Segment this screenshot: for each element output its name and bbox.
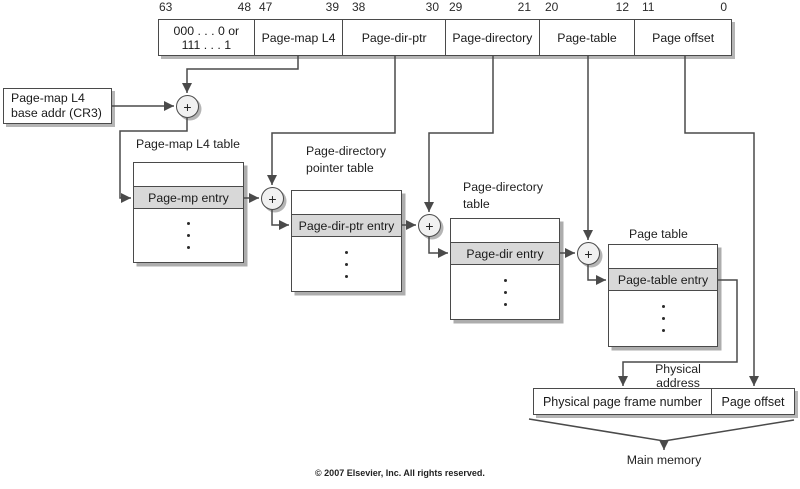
bit-high: 29 xyxy=(449,0,463,14)
line-adder4-to-page-table xyxy=(587,265,606,285)
page-table-entry: Page-table entry xyxy=(609,268,717,291)
adder-4: + xyxy=(577,242,600,265)
cr3-line1: Page-map L4 xyxy=(11,91,85,105)
bit-range-field-3: 29 21 xyxy=(445,0,535,14)
virtual-address-box: 000 . . . 0 or 111 . . . 1 Page-map L4 P… xyxy=(158,19,732,56)
physical-address-box: Physical page frame number Page offset xyxy=(533,388,795,415)
physical-address-label: Physical address xyxy=(655,362,701,390)
title-line1: Page table xyxy=(629,227,688,241)
title-line1: Page-map L4 table xyxy=(136,137,240,151)
bit-range-field-4: 20 12 xyxy=(541,0,633,14)
page-dir-entry: Page-dir entry xyxy=(451,242,559,265)
plus-icon: + xyxy=(183,98,192,115)
va-field-page-map-l4: Page-map L4 xyxy=(255,20,344,55)
empty-row xyxy=(609,245,717,268)
table-title-page-table: Page table xyxy=(629,226,688,243)
bit-low: 30 xyxy=(425,0,439,14)
sign-extend-line1: 000 . . . 0 or xyxy=(173,23,240,38)
page-map-l4-table: Page-mp entry xyxy=(133,162,244,263)
bit-range-field-2: 38 30 xyxy=(348,0,443,14)
line-pml4-field-to-adder1 xyxy=(182,56,299,93)
bit-high: 63 xyxy=(159,0,173,14)
main-memory-label: Main memory xyxy=(626,453,702,467)
line-adder3-to-pdir-table xyxy=(428,237,448,258)
bit-high: 38 xyxy=(352,0,366,14)
title-line1: Page-directory xyxy=(463,180,543,194)
cr3-base-address-box: Page-map L4 base addr (CR3) xyxy=(3,88,112,124)
ellipsis-dots xyxy=(609,291,717,346)
va-field-page-table: Page-table xyxy=(540,20,636,55)
bit-range-field-0: 63 48 xyxy=(155,0,255,14)
title-line1: Page-directory xyxy=(306,144,386,158)
plus-icon: + xyxy=(584,245,593,262)
page-offset-cell: Page offset xyxy=(721,394,785,409)
table-title-pdp: Page-directory pointer table xyxy=(306,143,386,177)
va-field-page-dir-ptr: Page-dir-ptr xyxy=(343,20,446,55)
bit-range-field-5: 11 0 xyxy=(638,0,731,14)
bit-low: 21 xyxy=(517,0,531,14)
page-directory-table: Page-dir entry xyxy=(450,218,560,320)
ellipsis-dots xyxy=(451,265,559,319)
page-table: Page-table entry xyxy=(608,244,718,347)
title-line2: table xyxy=(463,197,490,211)
bit-high: 20 xyxy=(545,0,559,14)
sign-extend-line2: 111 . . . 1 xyxy=(181,37,232,52)
physical-page-frame-number-cell: Physical page frame number xyxy=(534,389,712,414)
table-title-page-directory: Page-directory table xyxy=(463,179,543,213)
title-line2: pointer table xyxy=(306,161,374,175)
bit-low: 0 xyxy=(720,0,727,14)
va-field-page-offset: Page offset xyxy=(652,30,715,45)
copyright-notice: © 2007 Elsevier, Inc. All rights reserve… xyxy=(315,468,485,478)
page-directory-pointer-table: Page-dir-ptr entry xyxy=(291,190,402,292)
empty-row xyxy=(134,163,243,186)
page-mp-entry: Page-mp entry xyxy=(134,186,243,209)
empty-row xyxy=(292,191,401,214)
cr3-line2: base addr (CR3) xyxy=(11,106,102,120)
table-title-page-map-l4: Page-map L4 table xyxy=(136,136,240,153)
ellipsis-dots xyxy=(134,209,243,262)
empty-row xyxy=(451,219,559,242)
bit-low: 39 xyxy=(325,0,339,14)
adder-3: + xyxy=(418,214,441,237)
bit-range-field-1: 47 39 xyxy=(255,0,343,14)
bit-low: 12 xyxy=(615,0,629,14)
plus-icon: + xyxy=(268,190,277,207)
va-field-sign-extend: 000 . . . 0 or 111 . . . 1 xyxy=(159,20,255,55)
bit-high: 11 xyxy=(642,0,655,14)
plus-icon: + xyxy=(425,217,434,234)
bit-high: 47 xyxy=(259,0,273,14)
bit-low: 48 xyxy=(237,0,251,14)
adder-2: + xyxy=(261,187,284,210)
page-dir-ptr-entry: Page-dir-ptr entry xyxy=(292,214,401,237)
va-field-page-directory: Page-directory xyxy=(446,20,540,55)
funnel-lines xyxy=(528,418,795,442)
adder-1: + xyxy=(176,95,199,118)
line-adder2-to-pdp-table xyxy=(271,210,289,230)
ellipsis-dots xyxy=(292,237,401,291)
